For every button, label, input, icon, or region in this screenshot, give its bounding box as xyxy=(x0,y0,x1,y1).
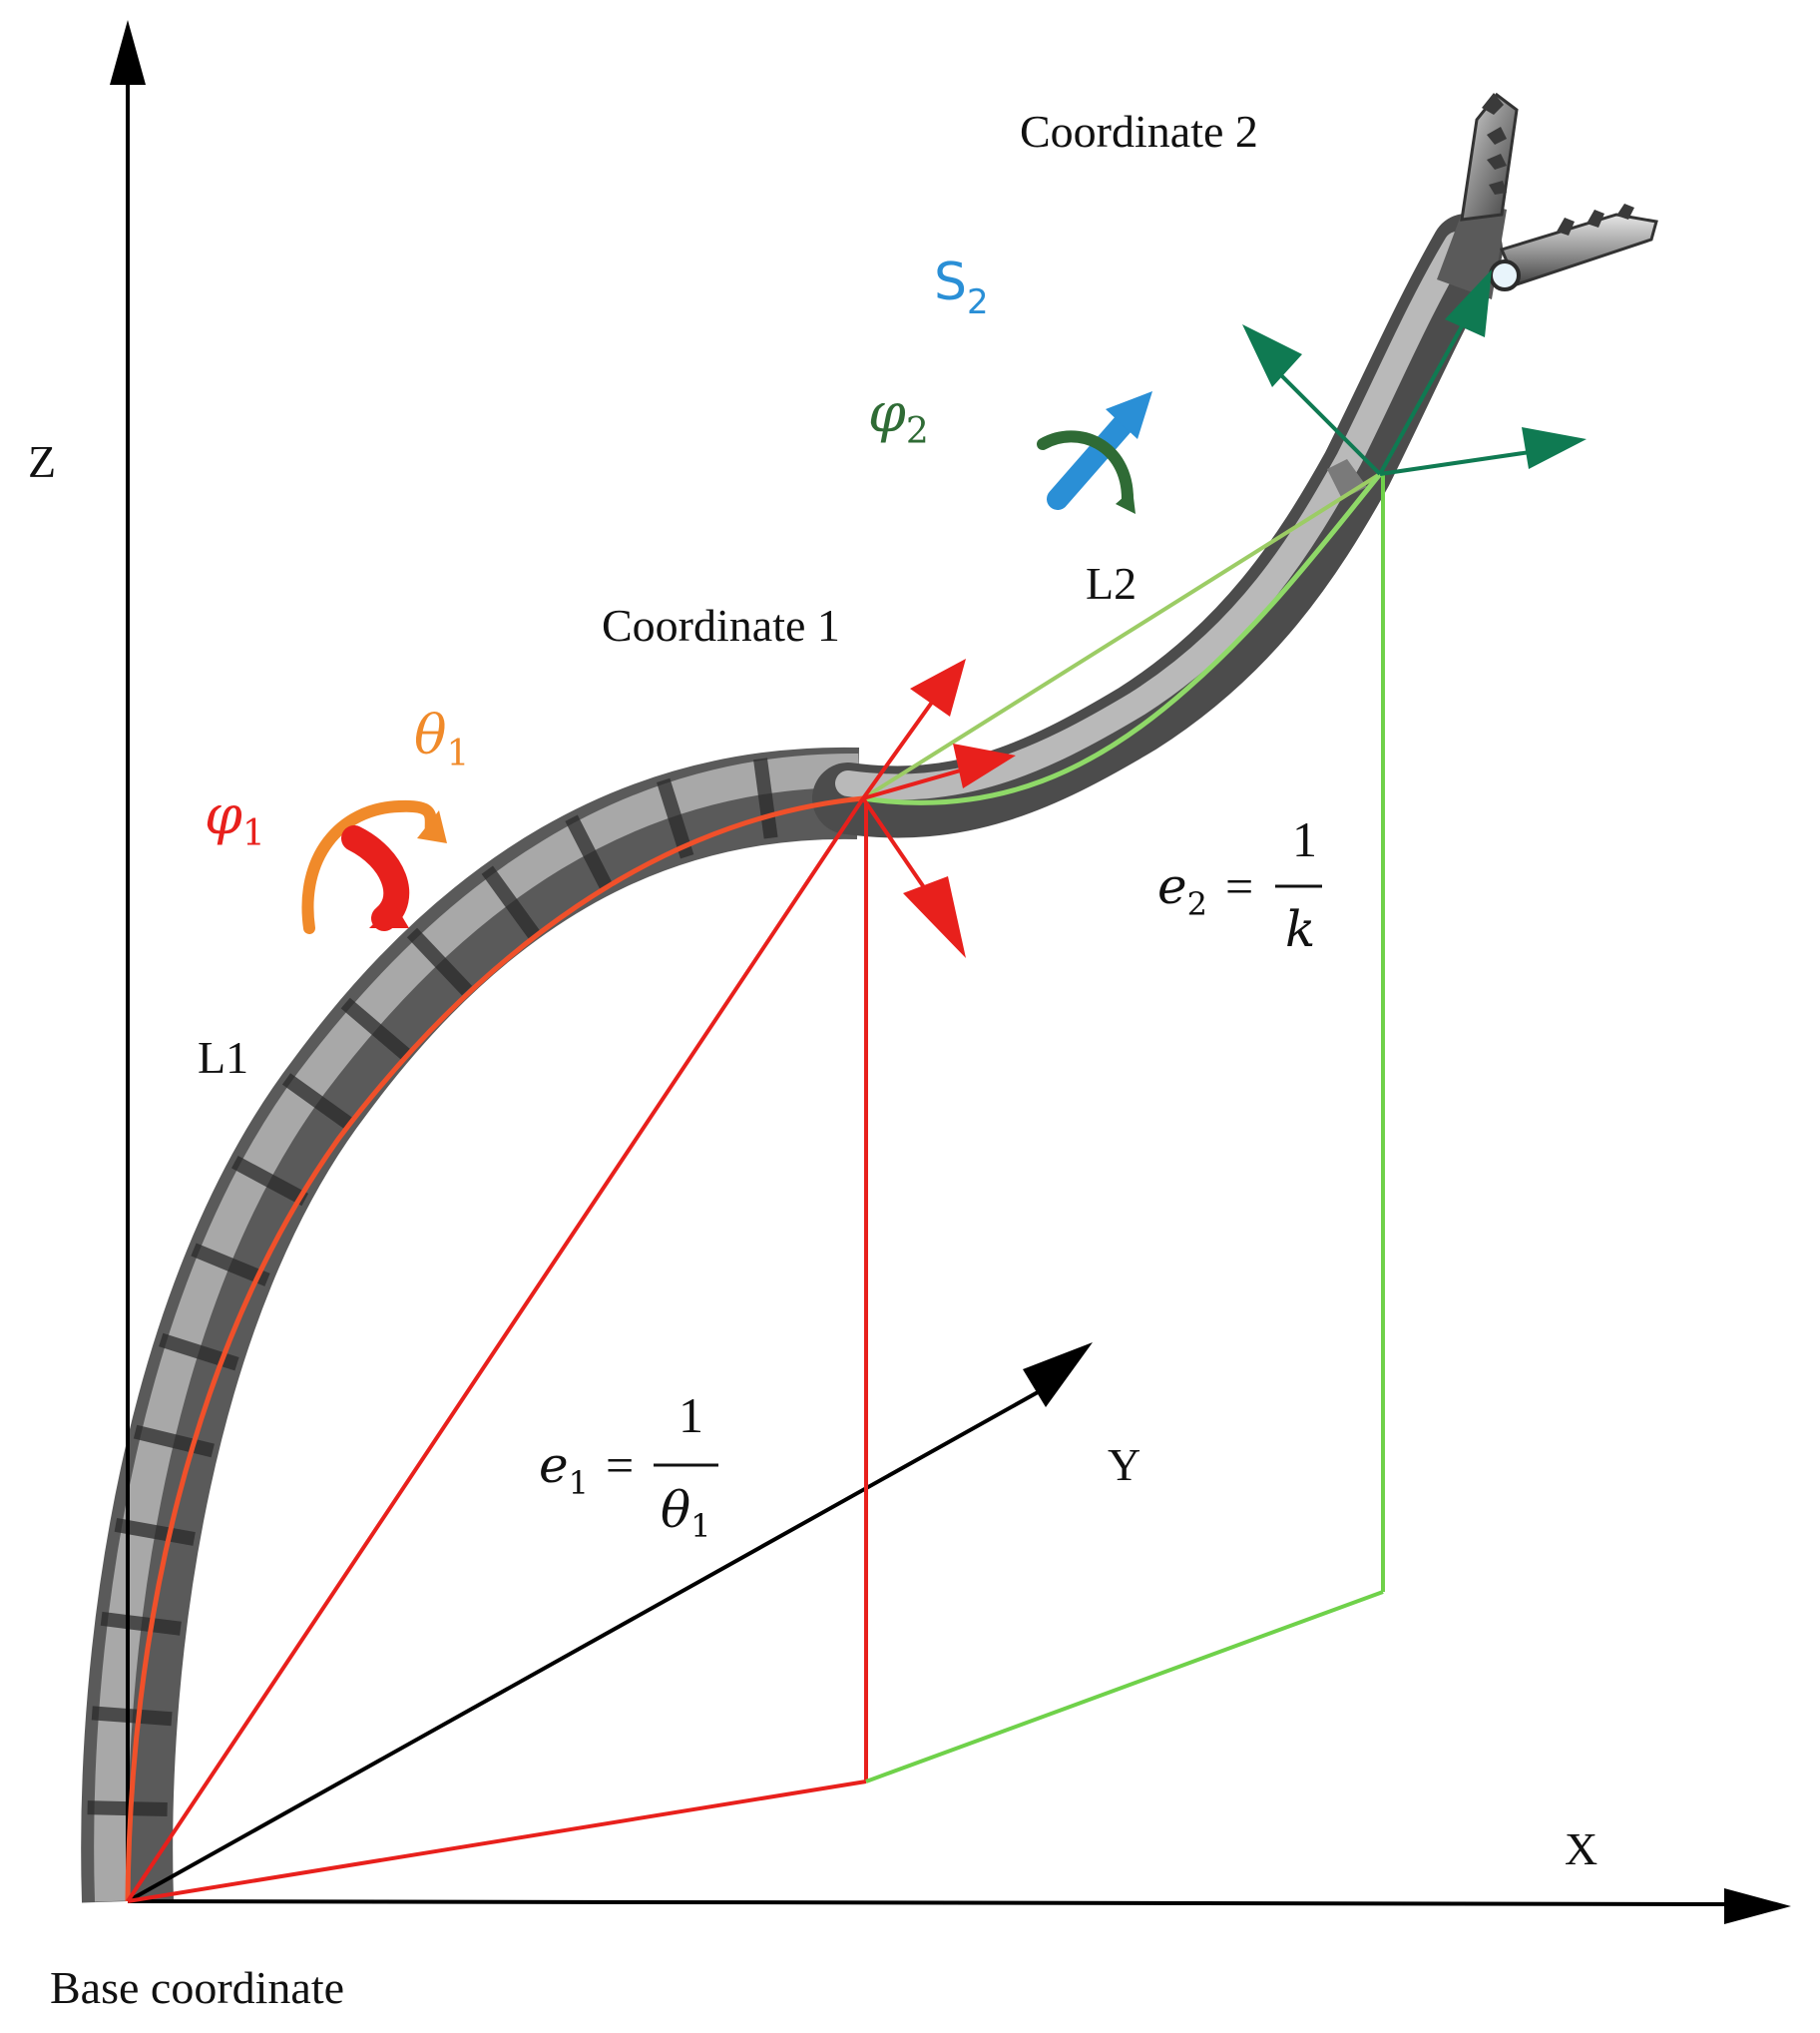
phi2-symbol: φ xyxy=(868,381,906,444)
e2-equation: e2 = 1 k xyxy=(1157,811,1322,958)
frame1-arrow-forward xyxy=(953,744,1016,788)
robot-ring-slot xyxy=(565,814,615,893)
continuum-robot-illustration xyxy=(81,92,1658,1903)
frame2-arrow-up xyxy=(1445,269,1492,337)
base-axes xyxy=(110,20,1791,1924)
s2-label: S2 xyxy=(934,253,989,322)
s2-symbol: S xyxy=(934,253,967,312)
robot-ring-slot xyxy=(340,997,411,1061)
robot-segment1-rings xyxy=(87,758,778,1816)
svg-text:e2: e2 xyxy=(1157,857,1207,923)
robot-ring-slot xyxy=(753,758,778,839)
base-coordinate-label: Base coordinate xyxy=(50,1962,344,2013)
y-axis xyxy=(127,1390,1039,1903)
z-axis-arrowhead xyxy=(110,20,146,85)
e1-denominator: θ xyxy=(661,1481,690,1539)
e1-numerator: 1 xyxy=(679,1387,703,1443)
robot-ring-slot xyxy=(657,777,694,859)
robot-ring-slot xyxy=(281,1073,356,1132)
robot-ring-slot xyxy=(230,1156,309,1207)
y-axis-arrowhead xyxy=(1023,1342,1093,1407)
l1-label: L1 xyxy=(198,1032,248,1083)
theta1-subscript: 1 xyxy=(447,734,470,774)
robot-ring-slot xyxy=(114,1517,196,1546)
svg-text:θ1: θ1 xyxy=(661,1481,710,1545)
phi2-label: φ2 xyxy=(868,381,929,452)
x-axis xyxy=(127,1899,1742,1906)
segment2-geometry xyxy=(861,472,1385,1783)
segment2-chord xyxy=(861,472,1382,800)
y-axis-label: Y xyxy=(1108,1439,1140,1490)
e1-denominator-subscript: 1 xyxy=(690,1507,710,1545)
x-axis-arrowhead xyxy=(1724,1888,1791,1924)
robot-ring-slot xyxy=(191,1243,270,1286)
phi1-label: φ1 xyxy=(205,783,265,854)
theta1-symbol: θ xyxy=(414,704,447,766)
coordinate-1-label: Coordinate 1 xyxy=(602,600,840,651)
phi1-subscript: 1 xyxy=(242,813,265,854)
theta1-label: θ1 xyxy=(414,704,469,774)
phi2-subscript: 2 xyxy=(906,411,929,452)
x-axis-label: X xyxy=(1565,1823,1597,1874)
e2-subscript: 2 xyxy=(1187,885,1207,923)
segment1-projection xyxy=(127,1779,867,1903)
coordinate-2-label: Coordinate 2 xyxy=(1020,106,1258,157)
gripper-icon xyxy=(1327,92,1658,499)
segment2-projection xyxy=(865,1590,1384,1783)
e1-variable: e xyxy=(539,1436,569,1494)
coordinate-frame-1 xyxy=(861,659,1016,958)
frame2-arrow-right xyxy=(1522,427,1587,469)
e2-numerator: 1 xyxy=(1292,811,1317,867)
coordinate-frame-2 xyxy=(1242,269,1587,476)
robot-ring-slot xyxy=(91,1706,173,1727)
segment1-chord xyxy=(126,796,865,1903)
robot-segment2-body xyxy=(812,214,1503,838)
e1-equals: = xyxy=(606,1437,634,1493)
frame1-arrow-down xyxy=(903,876,966,958)
phi1-theta1-rotation-icon xyxy=(301,799,447,934)
phi1-symbol: φ xyxy=(205,783,242,846)
e2-equals: = xyxy=(1225,858,1253,914)
svg-text:e1: e1 xyxy=(539,1436,589,1502)
z-axis-label: Z xyxy=(28,436,56,487)
robot-ring-slot xyxy=(481,865,540,939)
robot-ring-slot xyxy=(406,927,473,996)
robot-ring-slot xyxy=(100,1611,182,1636)
e2-variable: e xyxy=(1157,857,1187,915)
l2-label: L2 xyxy=(1086,558,1137,609)
s2-subscript: 2 xyxy=(967,282,989,322)
segment1-geometry xyxy=(125,795,868,1903)
segment2-arc xyxy=(862,472,1382,805)
phi2-s2-rotation-icon xyxy=(1037,391,1152,514)
e2-denominator: k xyxy=(1285,900,1315,958)
e1-equation: e1 = 1 θ1 xyxy=(539,1387,718,1545)
segment1-arc xyxy=(125,795,864,1902)
robot-segment2-highlight xyxy=(835,232,1470,800)
frame1-arrow-up xyxy=(910,659,966,717)
e1-subscript: 1 xyxy=(569,1464,589,1502)
frame2-arrow-left xyxy=(1242,324,1302,387)
